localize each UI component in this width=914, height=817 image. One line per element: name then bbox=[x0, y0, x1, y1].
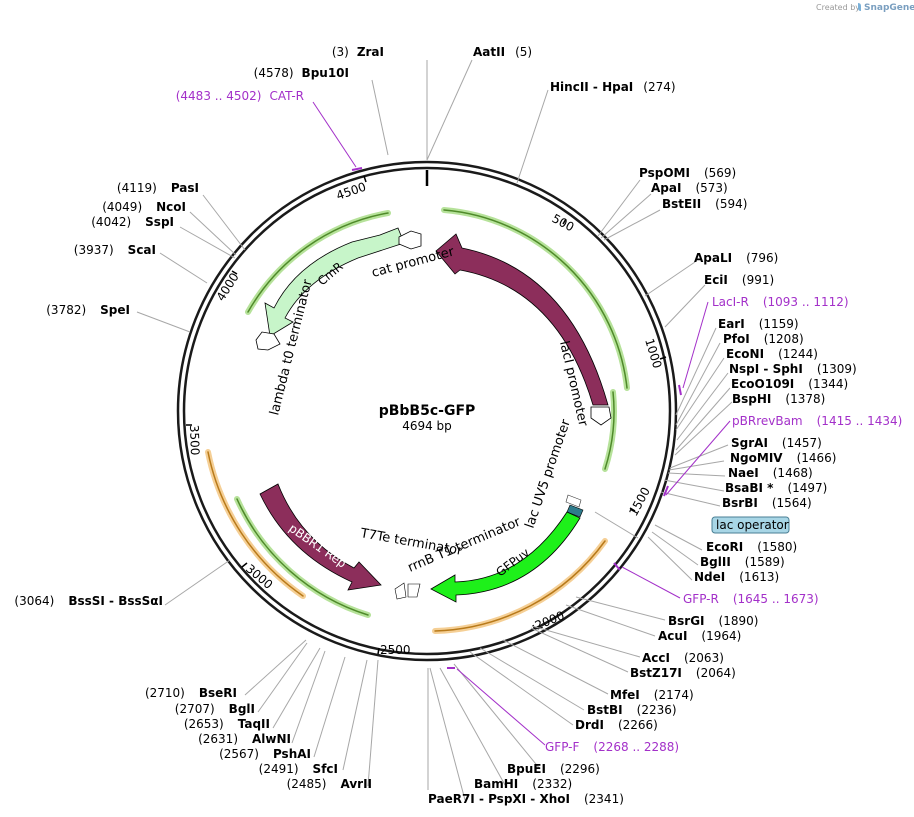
brand-label: SnapGene bbox=[864, 3, 914, 13]
primer-gfp-f[interactable]: GFP-F(2268 .. 2288) bbox=[545, 740, 679, 754]
feature-bands bbox=[205, 207, 630, 634]
site-pfoi[interactable]: PfoI(1208) bbox=[723, 332, 804, 346]
tick-1000-mark bbox=[659, 356, 667, 360]
site-alwni[interactable]: (2631)AlwNI bbox=[198, 732, 291, 746]
plasmid-length: 4694 bp bbox=[402, 419, 452, 433]
site-eari[interactable]: EarI(1159) bbox=[718, 317, 799, 331]
tick-4500-mark bbox=[363, 175, 367, 183]
site-pasi[interactable]: (4119)PasI bbox=[117, 181, 199, 195]
lac-operator-box[interactable] bbox=[711, 516, 790, 534]
site-aatii[interactable]: AatII(5) bbox=[473, 45, 532, 59]
site-nspi-sphi[interactable]: NspI - SphI(1309) bbox=[729, 362, 857, 376]
site-ecori[interactable]: EcoRI(1580) bbox=[706, 540, 797, 554]
site-bsrbi[interactable]: BsrBI(1564) bbox=[722, 496, 812, 510]
cat-promoter-arrow[interactable] bbox=[398, 230, 422, 250]
rrnb-terminator-arrow[interactable] bbox=[407, 583, 421, 598]
gfpuv-arrow[interactable] bbox=[430, 511, 581, 603]
site-avrii[interactable]: (2485)AvrII bbox=[287, 777, 372, 791]
site-leaders bbox=[136, 59, 733, 801]
site-sgrai[interactable]: SgrAI(1457) bbox=[731, 436, 822, 450]
site-bpuei[interactable]: BpuEI(2296) bbox=[507, 762, 600, 776]
lac-operator-leader bbox=[594, 511, 639, 539]
site-bgli[interactable]: (2707)BglI bbox=[175, 702, 255, 716]
plasmid-backbone bbox=[176, 160, 678, 662]
site-ecii[interactable]: EciI(991) bbox=[704, 273, 774, 287]
laci-promoter-arrow[interactable] bbox=[590, 406, 612, 426]
primer-gfp-r[interactable]: GFP-R(1645 .. 1673) bbox=[683, 592, 819, 606]
site-sspi[interactable]: (4042)SspI bbox=[91, 215, 174, 229]
lac-operator-label: lac operator bbox=[716, 518, 789, 532]
tick-1500: 1500 bbox=[626, 485, 653, 519]
site-bamhi[interactable]: BamHI(2332) bbox=[474, 777, 572, 791]
site-apai[interactable]: ApaI(573) bbox=[651, 181, 728, 195]
laci-arrow[interactable] bbox=[435, 233, 609, 406]
plasmid-name: pBbB5c-GFP bbox=[379, 403, 476, 419]
site-bsssi-bsssai[interactable]: (3064)BssSI - BssSαI bbox=[14, 594, 163, 608]
site-taqii[interactable]: (2653)TaqII bbox=[184, 717, 270, 731]
tick-4000-mark bbox=[231, 270, 238, 275]
primer-pbrrevbam[interactable]: pBRrevBam(1415 .. 1434) bbox=[732, 414, 902, 428]
site-acui[interactable]: AcuI(1964) bbox=[658, 629, 741, 643]
tick-2500-mark bbox=[377, 647, 380, 655]
primer-leaders bbox=[312, 101, 731, 746]
site-bpu10i[interactable]: (4578)Bpu10I bbox=[254, 66, 349, 80]
tick-1500-mark bbox=[629, 507, 636, 512]
site-ndei[interactable]: NdeI(1613) bbox=[694, 570, 779, 584]
site-naei[interactable]: NaeI(1468) bbox=[728, 466, 813, 480]
tick-3500: 3500 bbox=[187, 425, 202, 456]
site-apali[interactable]: ApaLI(796) bbox=[694, 251, 778, 265]
site-mfei[interactable]: MfeI(2174) bbox=[610, 688, 694, 702]
site-zrai[interactable]: (3)ZraI bbox=[332, 45, 384, 59]
pbbr1-rep-label: pBBR1 Rep bbox=[286, 521, 349, 571]
site-drdi[interactable]: DrdI(2266) bbox=[575, 718, 658, 732]
site-pspomi[interactable]: PspOMI(569) bbox=[639, 166, 736, 180]
site-bseri[interactable]: (2710)BseRI bbox=[145, 686, 237, 700]
t7te-terminator-arrow[interactable] bbox=[394, 582, 407, 600]
site-ngomiv[interactable]: NgoMIV(1466) bbox=[730, 451, 836, 465]
tick-marks bbox=[186, 175, 667, 655]
site-scai[interactable]: (3937)ScaI bbox=[74, 243, 156, 257]
lac-operator-marker[interactable] bbox=[566, 504, 584, 518]
site-bsrgi[interactable]: BsrGI(1890) bbox=[668, 614, 758, 628]
primer-laci-r[interactable]: LacI-R(1093 .. 1112) bbox=[712, 295, 849, 309]
site-bsabi[interactable]: BsaBI *(1497) bbox=[725, 481, 827, 495]
site-bglii[interactable]: BglII(1589) bbox=[700, 555, 785, 569]
site-ncoi[interactable]: (4049)NcoI bbox=[102, 200, 186, 214]
site-bsteii[interactable]: BstEII(594) bbox=[662, 197, 747, 211]
site-acci[interactable]: AccI(2063) bbox=[642, 651, 724, 665]
primer-cat-r[interactable]: (4483 .. 4502)CAT-R bbox=[176, 89, 304, 103]
t7te-terminator-label: T7Te terminator bbox=[358, 526, 464, 559]
lambda-t0-arrow[interactable] bbox=[255, 331, 281, 351]
tick-500-mark bbox=[562, 218, 567, 225]
tick-2500: 2500 bbox=[380, 643, 411, 657]
pbbr1-rep-arrow[interactable] bbox=[259, 483, 382, 591]
tick-3000-mark bbox=[241, 562, 248, 568]
snapgene-logo-icon bbox=[858, 3, 861, 11]
created-by-label: Created by bbox=[816, 3, 860, 12]
site-sfci[interactable]: (2491)SfcI bbox=[259, 762, 338, 776]
site-bstbi[interactable]: BstBI(2236) bbox=[587, 703, 677, 717]
site-pshai[interactable]: (2567)PshAI bbox=[219, 747, 311, 761]
site-spei[interactable]: (3782)SpeI bbox=[46, 303, 130, 317]
lacuv5-promoter-arrow[interactable] bbox=[565, 494, 582, 508]
site-hincii-hpai[interactable]: HincII - HpaI(274) bbox=[550, 80, 676, 94]
cmr-arrow[interactable] bbox=[264, 227, 405, 337]
site-econi[interactable]: EcoNI(1244) bbox=[726, 347, 818, 361]
site-paer7i-pspxi-xhoi[interactable]: PaeR7I - PspXI - XhoI(2341) bbox=[428, 792, 624, 806]
site-ecoo109i[interactable]: EcoO109I(1344) bbox=[731, 377, 848, 391]
site-bstz17i[interactable]: BstZ17I(2064) bbox=[630, 666, 736, 680]
site-bsphi[interactable]: BspHI(1378) bbox=[732, 392, 825, 406]
